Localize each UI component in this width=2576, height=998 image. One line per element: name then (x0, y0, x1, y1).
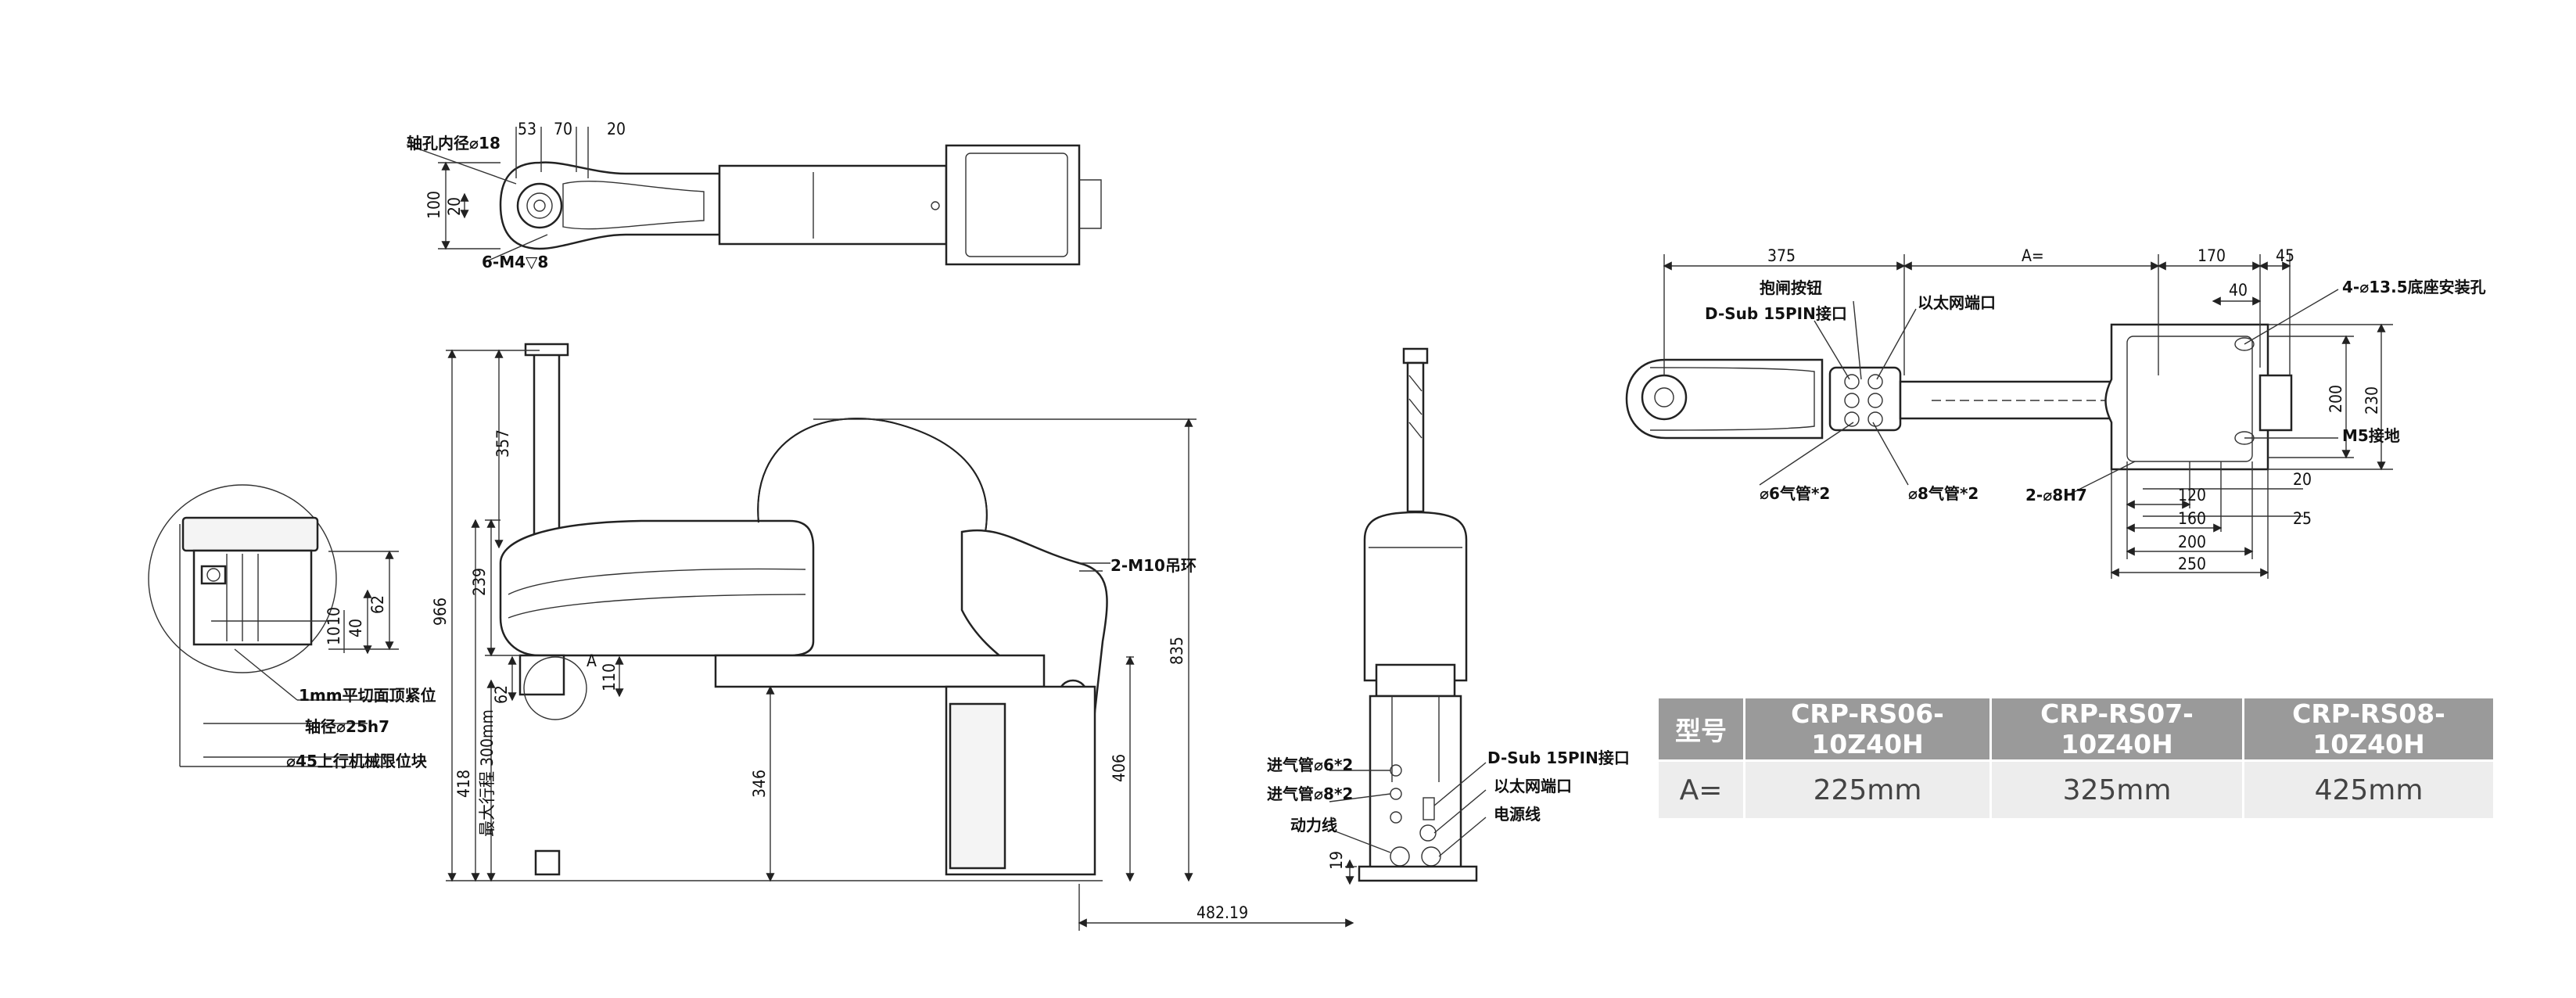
label-cut-face: 1mm平切面顶紧位 (299, 686, 436, 705)
table-header-model: 型号 (1659, 698, 1743, 759)
table-header-row: 型号 CRP-RS06-10Z40H CRP-RS07-10Z40H CRP-R… (1659, 698, 2493, 759)
table-cell-rs07: 325mm (1992, 762, 2242, 818)
dim-346: 346 (750, 770, 769, 798)
detail-view: 62 10 10 40 1mm平切面顶紧位 轴径⌀25h7 ⌀45上行机械限位块 (148, 484, 436, 770)
dim-20: 20 (607, 120, 626, 138)
dim-160: 160 (2178, 509, 2206, 528)
dim-62: 62 (492, 685, 511, 704)
label-power-cable: 动力线 (1290, 816, 1337, 835)
dim-300-stroke: 最大行程 300mm (478, 709, 497, 837)
label-inlet-air6: 进气管⌀6*2 (1267, 756, 1353, 774)
label-ground: M5接地 (2342, 426, 2400, 445)
dim-966: 966 (431, 598, 450, 626)
table-cell-a: A= (1659, 762, 1743, 818)
table-header-rs06: CRP-RS06-10Z40H (1745, 698, 1989, 759)
label-shaft-dia: 轴径⌀25h7 (305, 717, 389, 736)
detail-dim-40: 40 (346, 619, 365, 637)
marker-a: A (587, 652, 597, 670)
dim-19: 19 (1327, 851, 1346, 870)
top-arm-outline (499, 161, 721, 250)
detail-dim-10b: 10 (325, 607, 343, 626)
label-ethernet-plan: 以太网端口 (1918, 293, 1996, 312)
dim-357: 357 (493, 429, 512, 458)
dim-100: 100 (425, 191, 443, 219)
dim-406: 406 (1110, 754, 1128, 782)
label-air-6: ⌀6气管*2 (1760, 484, 1830, 503)
dim-835: 835 (1168, 637, 1186, 665)
detail-dim-62: 62 (368, 595, 387, 614)
label-dsub-plan: D-Sub 15PIN接口 (1705, 304, 1847, 323)
dim-120: 120 (2178, 486, 2206, 504)
dim-40: 40 (2229, 281, 2248, 300)
label-limit-block: ⌀45上行机械限位块 (286, 752, 428, 770)
dim-482-19: 482.19 (1197, 903, 1248, 922)
dim-53: 53 (518, 120, 536, 138)
dim-230: 230 (2363, 386, 2381, 415)
label-pin-holes: 2-⌀8H7 (2025, 486, 2087, 504)
label-dsub-rear: D-Sub 15PIN接口 (1487, 748, 1630, 767)
plan-view: 375 A= 170 45 40 200 230 120 160 200 250… (1625, 246, 2486, 579)
dim-200: 200 (2327, 385, 2345, 413)
table-row: A= 225mm 325mm 425mm (1659, 762, 2493, 818)
label-base-holes: 4-⌀13.5底座安装孔 (2342, 278, 2486, 296)
label-mains-cable: 电源线 (1494, 805, 1541, 824)
label-ethernet-rear: 以太网端口 (1494, 777, 1572, 795)
table-cell-rs08: 425mm (2244, 762, 2493, 818)
label-lifting-ring: 2-M10吊环 (1110, 556, 1197, 575)
model-spec-table: 型号 CRP-RS06-10Z40H CRP-RS07-10Z40H CRP-R… (1656, 696, 2495, 820)
label-shaft-hole: 轴孔内径⌀18 (407, 134, 500, 153)
dim-45: 45 (2276, 246, 2294, 265)
side-view: 357 239 966 418 最大行程 300mm 62 110 346 83… (431, 343, 1354, 931)
dim-418: 418 (454, 770, 473, 798)
dim-20b: 20 (445, 197, 464, 216)
table-header-rs08: CRP-RS08-10Z40H (2244, 698, 2493, 759)
dim-a: A= (2022, 246, 2044, 265)
table-cell-rs06: 225mm (1745, 762, 1989, 818)
label-brake-button: 抱闸按钮 (1760, 278, 1822, 297)
dim-239: 239 (470, 568, 489, 596)
label-air-8: ⌀8气管*2 (1908, 484, 1979, 503)
dim-200b: 200 (2178, 533, 2206, 551)
top-view: 53 70 20 100 20 轴孔内径⌀18 6-M4▽8 (406, 120, 1102, 271)
dim-20: 20 (2293, 470, 2312, 489)
table-header-rs07: CRP-RS07-10Z40H (1992, 698, 2242, 759)
dim-25: 25 (2293, 509, 2312, 528)
dim-250: 250 (2178, 555, 2206, 573)
label-tapped-holes: 6-M4▽8 (482, 253, 548, 271)
dim-375: 375 (1767, 246, 1796, 265)
dim-110: 110 (600, 663, 619, 691)
label-inlet-air8: 进气管⌀8*2 (1267, 784, 1353, 803)
detail-dim-10a: 10 (325, 626, 343, 645)
dim-170: 170 (2197, 246, 2226, 265)
dim-70: 70 (554, 120, 572, 138)
rear-view: 进气管⌀6*2 进气管⌀8*2 动力线 D-Sub 15PIN接口 以太网端口 … (1267, 347, 1630, 885)
